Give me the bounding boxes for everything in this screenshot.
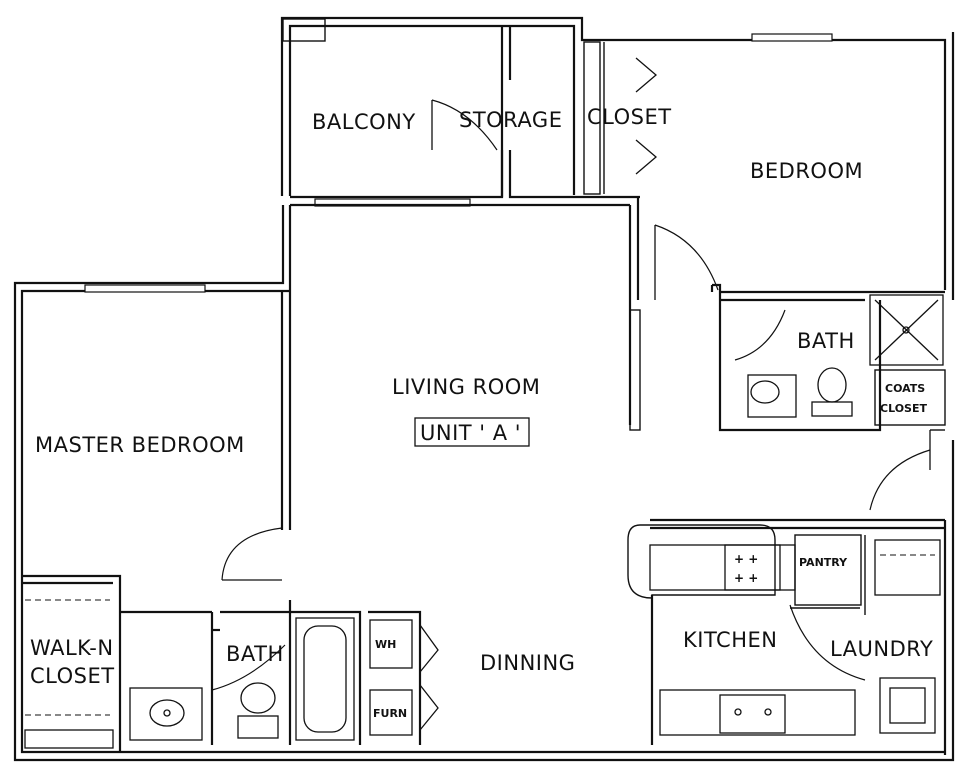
exterior-walls	[13, 16, 955, 762]
label-pantry: PANTRY	[799, 556, 848, 569]
label-walkin-2: CLOSET	[30, 664, 115, 688]
windows	[84, 33, 833, 293]
label-storage: STORAGE	[459, 108, 562, 132]
unit-label-box	[414, 417, 530, 447]
label-laundry: LAUNDRY	[830, 637, 933, 661]
label-coats-1: COATS	[885, 382, 925, 395]
interior-walls	[22, 26, 946, 752]
label-bedroom: BEDROOM	[750, 159, 863, 183]
svg-text:+ +: + +	[734, 571, 758, 585]
label-walkin-1: WALK-N	[30, 636, 114, 660]
label-unit: UNIT ' A '	[420, 421, 521, 445]
label-furnace: FURN	[373, 707, 407, 720]
label-living-room: LIVING ROOM	[392, 375, 540, 399]
label-coats-2: CLOSET	[880, 402, 927, 415]
label-closet: CLOSET	[587, 105, 672, 129]
label-master-bedroom: MASTER BEDROOM	[35, 433, 245, 457]
door-swings	[211, 57, 931, 731]
label-bath-lower: BATH	[226, 642, 284, 666]
fixtures: + + + +	[24, 294, 944, 749]
label-kitchen: KITCHEN	[683, 628, 778, 652]
room-labels: BALCONY STORAGE CLOSET BEDROOM BATH COAT…	[30, 105, 933, 720]
label-bath-upper: BATH	[797, 329, 855, 353]
label-balcony: BALCONY	[312, 110, 416, 134]
label-dinning: DINNING	[480, 651, 575, 675]
svg-text:+ +: + +	[734, 552, 758, 566]
label-water-heater: WH	[375, 638, 396, 651]
